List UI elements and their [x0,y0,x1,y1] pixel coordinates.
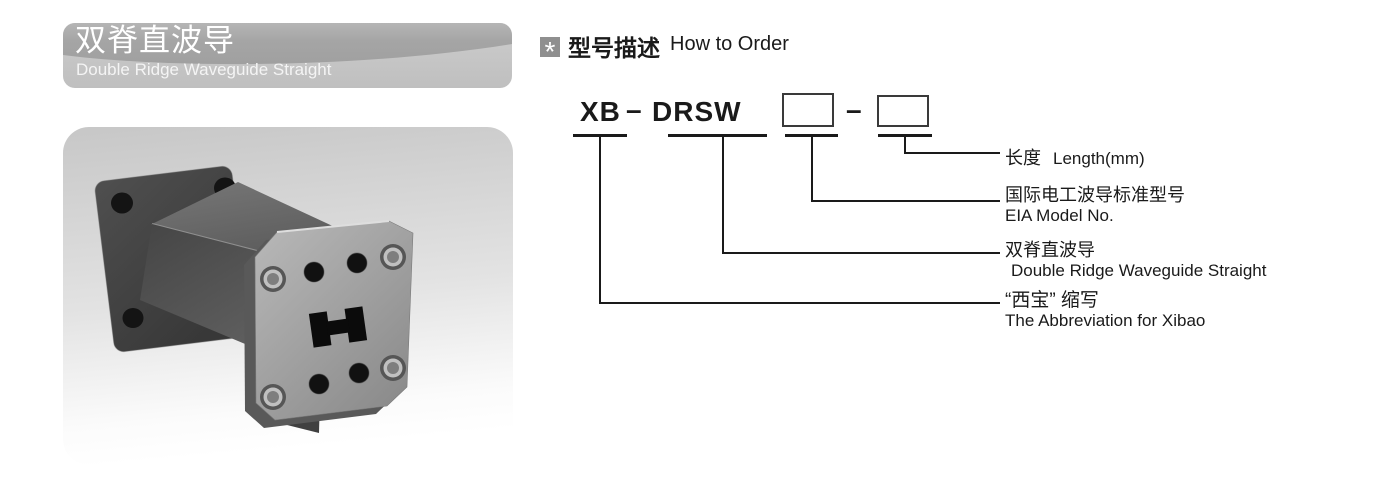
product-photo [63,127,513,465]
asterisk-icon: * [540,37,560,57]
banner-title-zh: 双脊直波导 [75,23,235,58]
front-flange [244,220,414,428]
order-code-series: DRSW [652,96,742,127]
rear-flange-hole [111,192,133,214]
label-length-en: Length(mm) [1053,149,1145,168]
tree-label-eia-zh: 国际电工波导标准型号 [1005,185,1185,205]
flange-bolt-holes [303,252,370,395]
tree-label-xb-en: The Abbreviation for Xibao [1005,311,1206,330]
section-title-zh: 型号描述 [568,35,660,61]
product-banner: 双脊直波导 Double Ridge Waveguide Straight [63,23,512,88]
section-title-en: How to Order [670,33,789,55]
tree-label-drsw-en: Double Ridge Waveguide Straight [1011,261,1267,280]
order-code-dash: – [626,94,643,125]
flange-corner-holes [260,244,406,410]
order-code-prefix: XB [580,96,621,127]
tree-label-length: 长度 Length(mm) [1005,144,1145,170]
rear-flange-hole [122,308,144,328]
banner-subtitle-en: Double Ridge Waveguide Straight [76,60,332,79]
order-code-box-eia-model [782,93,834,127]
double-ridge-aperture [308,306,368,348]
waveguide-illustration [63,127,513,465]
tree-label-eia-en: EIA Model No. [1005,206,1114,225]
order-code-dash: – [846,94,863,125]
tree-label-xb-zh: “西宝” 缩写 [1005,290,1099,311]
label-length-zh: 长度 [1005,148,1041,168]
tree-label-drsw-zh: 双脊直波导 [1005,240,1095,260]
banner-background [63,23,512,88]
order-code-box-length [877,95,929,127]
